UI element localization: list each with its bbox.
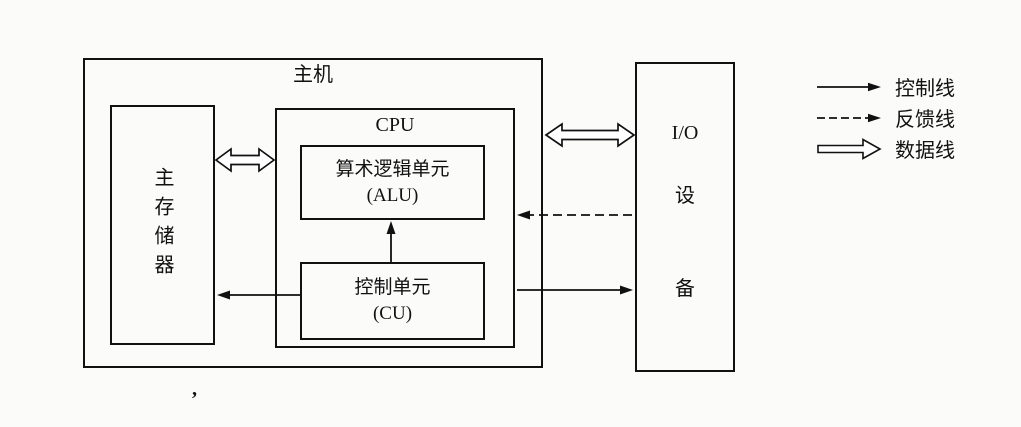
cu-box: 控制单元 (CU) (300, 262, 485, 340)
cu-label-line2: (CU) (372, 303, 413, 324)
hollow-arrow-icon (817, 137, 882, 160)
solid-arrow-icon (817, 82, 881, 91)
legend-label-data-line: 数据线 (895, 140, 955, 162)
data-line-arrow-host-io (544, 122, 636, 148)
alu-box: 算术逻辑单元 (ALU) (300, 145, 485, 220)
stray-mark: , (192, 378, 197, 400)
legend-label-feedback-line: 反馈线 (895, 109, 955, 131)
host-box: 主机 (83, 58, 543, 368)
legend-item-data-line: 数据线 (816, 133, 955, 164)
alu-label-line1: 算术逻辑单元 (335, 158, 450, 180)
cu-label-line1: 控制单元 (354, 277, 431, 299)
control-arrowhead-cpu-to-io (620, 285, 633, 295)
alu-label-line2: (ALU) (366, 184, 419, 206)
legend-item-feedback-line: 反馈线 (816, 102, 955, 133)
legend-item-control-line: 控制线 (816, 71, 955, 102)
legend-label-control-line: 控制线 (895, 78, 955, 100)
io-label-line1: I/O (671, 122, 699, 144)
legend: 控制线 反馈线 数据线 (816, 71, 955, 164)
cpu-box: CPU (275, 108, 515, 348)
host-label: 主机 (293, 64, 333, 86)
cpu-label: CPU (375, 114, 415, 136)
memory-label: 主存储器 (151, 167, 173, 283)
io-label-line3: 备 (675, 278, 695, 300)
io-box: I/O 设 备 (635, 62, 735, 372)
io-label-line2: 设 (675, 185, 695, 207)
memory-box: 主存储器 (110, 105, 215, 345)
dashed-arrow-icon (817, 113, 881, 122)
